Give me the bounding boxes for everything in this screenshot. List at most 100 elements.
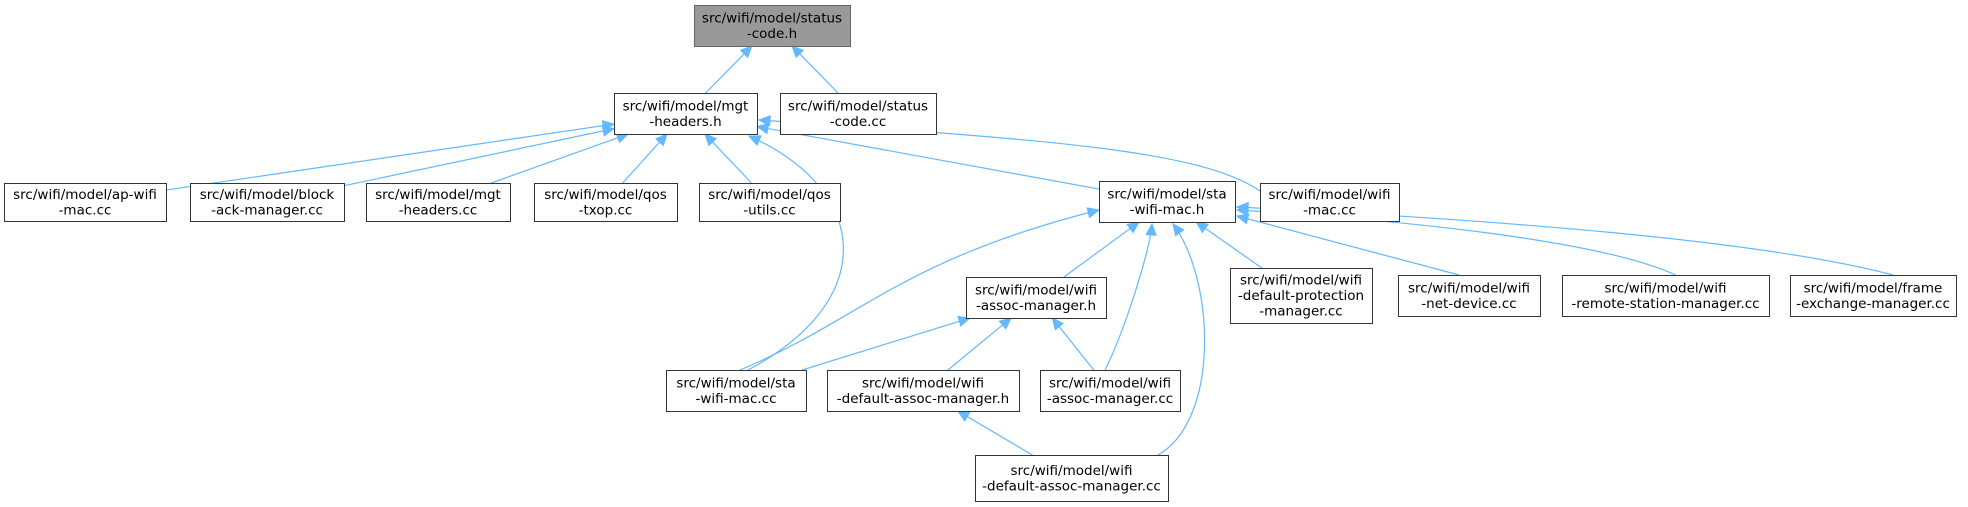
node-label-line: -headers.h [649,114,721,130]
node-box [966,277,1107,319]
file-node[interactable]: src/wifi/model/wifi-remote-station-manag… [1562,275,1770,317]
node-label-line: src/wifi/model/mgt [623,98,749,114]
file-node[interactable]: src/wifi/model/block-ack-manager.cc [190,183,345,222]
dependency-edge [165,119,616,191]
dependency-edge [956,410,1033,456]
file-node[interactable]: src/wifi/model/qos-utils.cc [699,183,841,222]
file-node[interactable]: src/wifi/model/ap-wifi-mac.cc [4,183,167,222]
dependency-edge [947,317,1013,371]
dependency-edge [1063,221,1141,278]
dependency-edge [343,125,616,187]
dependency-edge [1104,222,1157,371]
edge-line [1057,324,1095,371]
node-label-line: -default-protection [1238,288,1364,304]
node-box [827,370,1020,412]
dependency-edge [622,133,668,184]
node-label-line: src/wifi/model/wifi [1269,187,1391,203]
node-label-line: src/wifi/model/status [788,98,928,114]
node-label-line: -exchange-manager.cc [1796,296,1950,312]
edge-arrowhead [791,45,805,59]
dependency-edge [1157,223,1206,456]
file-node[interactable]: src/wifi/model/qos-txop.cc [534,183,678,222]
file-node[interactable]: src/wifi/model/mgt-headers.cc [366,183,511,222]
edge-line [622,140,662,184]
node-box [614,93,758,135]
node-label-line: -assoc-manager.h [976,298,1096,314]
node-box [1099,181,1236,223]
node-box [666,370,807,412]
node-box [1040,370,1181,412]
node-label-line: -wifi-mac.cc [695,391,776,407]
file-node[interactable]: src/wifi/model/wifi-default-assoc-manage… [827,370,1020,412]
file-node[interactable]: src/wifi/model/status-code.cc [780,93,937,135]
node-box [780,93,937,135]
node-label-line: -code.h [747,26,797,42]
file-node[interactable]: src/wifi/model/wifi-assoc-manager.h [966,277,1107,319]
edge-line [1236,215,1460,276]
node-label-line: src/wifi/model/sta [676,375,795,391]
node-box [699,183,841,222]
edge-arrowhead [1235,201,1249,214]
node-label-line: -manager.cc [1259,304,1342,320]
node-box [1398,275,1541,317]
dependency-edge [739,207,1101,371]
node-box [1230,268,1373,324]
file-node[interactable]: src/wifi/model/frame-exchange-manager.cc [1790,275,1957,317]
node-box [975,455,1169,502]
node-label-line: -net-device.cc [1421,296,1516,312]
file-node[interactable]: src/wifi/model/wifi-default-protection-m… [1230,268,1373,324]
node-label-line: -default-assoc-manager.h [837,391,1009,407]
node-label-line: src/wifi/model/qos [708,187,831,203]
node-label-line: -mac.cc [1303,202,1356,218]
file-node[interactable]: src/wifi/model/wifi-assoc-manager.cc [1040,370,1181,412]
node-label-line: -mac.cc [59,202,112,218]
node-label-line: src/wifi/model/wifi [1240,273,1362,289]
edge-line [343,129,606,187]
edge-line [710,140,752,184]
edge-line [1063,226,1133,278]
edge-arrowhead [1086,207,1101,219]
edge-arrowhead [747,135,762,146]
edge-line [705,51,746,94]
file-node[interactable]: src/wifi/model/mgt-headers.h [614,93,758,135]
dependency-edge [801,315,972,371]
node-label-line: src/wifi/model/wifi [1605,280,1727,296]
edge-arrowhead [1195,221,1209,234]
dependency-edge [705,45,753,94]
node-box [1260,183,1400,222]
node-box [366,183,511,222]
edge-arrowhead [654,133,668,147]
node-box [534,183,678,222]
edge-line [947,323,1005,371]
node-box [4,183,167,222]
edge-line [165,124,606,191]
dependency-edge [755,122,1100,190]
node-label-line: src/wifi/model/frame [1804,280,1943,296]
edge-arrowhead [704,133,718,147]
edge-line [797,52,839,94]
file-node[interactable]: src/wifi/model/sta-wifi-mac.h [1099,181,1236,223]
file-node[interactable]: src/wifi/model/wifi-mac.cc [1260,183,1400,222]
edge-line [739,209,1100,371]
edge-line [965,415,1033,456]
file-node[interactable]: src/wifi/model/wifi-net-device.cc [1398,275,1541,317]
edge-line [1157,223,1206,456]
file-node[interactable]: src/wifi/model/wifi-default-assoc-manage… [975,455,1169,502]
node-label-line: src/wifi/model/wifi [1408,280,1530,296]
node-label-line: src/wifi/model/wifi [1049,375,1171,391]
node-label-line: -txop.cc [579,202,633,218]
edge-line [490,136,620,184]
file-node[interactable]: src/wifi/model/sta-wifi-mac.cc [666,370,807,412]
edge-line [747,135,844,371]
dependency-edge [490,132,630,184]
node-box [694,5,851,47]
edge-arrowhead [601,125,616,137]
dependency-edge [704,133,752,184]
dependency-edge [1195,221,1263,269]
node-label-line: src/wifi/model/wifi [975,282,1097,298]
edges-layer [165,45,1894,456]
node-label-line: -default-assoc-manager.cc [982,478,1161,494]
root-file-node: src/wifi/model/status-code.h [694,5,851,47]
node-label-line: -remote-station-manager.cc [1571,296,1759,312]
